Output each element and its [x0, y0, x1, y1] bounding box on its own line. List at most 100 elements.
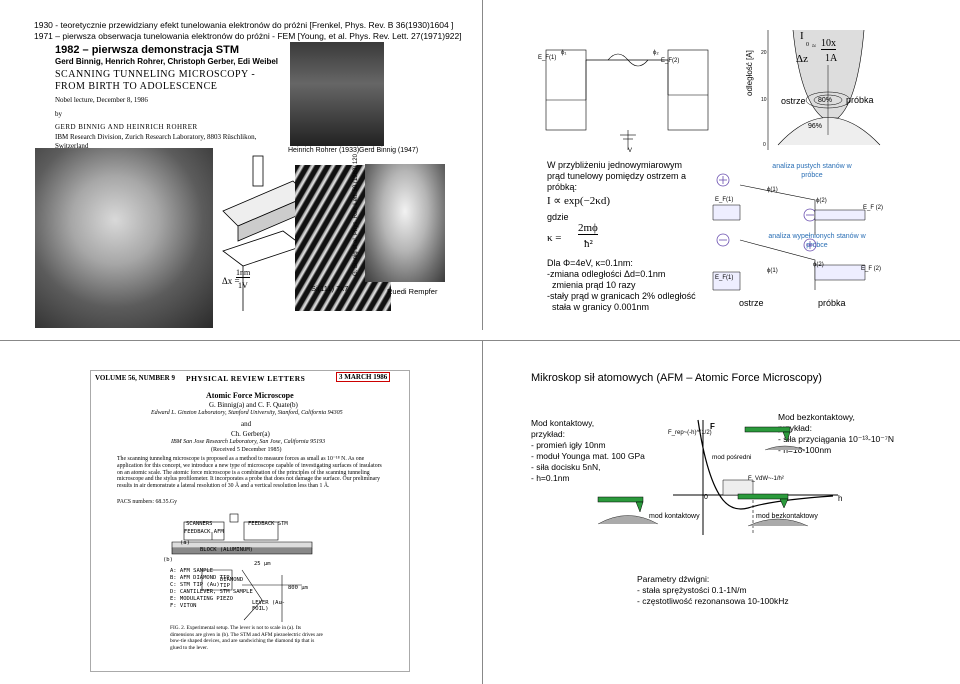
caption-rohrer: Heinrich Rohrer (1933)	[288, 147, 360, 154]
afm-title: Mikroskop sił atomowych (AFM – Atomic Fo…	[531, 372, 831, 384]
label-a: (a)	[180, 540, 190, 546]
nobel-photo	[290, 42, 384, 146]
legend-a: A: AFM SAMPLE	[170, 568, 214, 574]
fig2-caption: FIG. 2. Experimental setup. The lever is…	[170, 625, 323, 651]
barrier-diagram	[545, 49, 709, 150]
afm-title-text: Mikroskop sił atomowych (AFM – Atomic Fo…	[531, 372, 822, 384]
lever-label: LEVER (Au-FOIL)	[252, 600, 286, 612]
contact-line-4: - h=0.1nm	[531, 473, 570, 483]
label-feedback-afm: FEEDBACK AFM	[184, 529, 224, 535]
afm-abstract: The scanning tunneling microscope is pro…	[117, 456, 382, 490]
equation-kappa: κ =	[547, 232, 562, 244]
rempfer-photo	[365, 164, 445, 282]
formula-10x: 10x	[821, 38, 836, 50]
tick-10: 10	[761, 97, 767, 103]
tip-label: DIAMOND TIP	[220, 577, 244, 589]
distance-axis-label: odległość [A]	[745, 50, 754, 96]
cantilever-sketch-intermediate	[744, 426, 806, 451]
force-label: F	[710, 422, 715, 431]
phi2-label: ϕ₂	[653, 50, 659, 56]
label-feedback-stm: FEEDBACK STM	[248, 521, 288, 527]
ef2-label: E_F(2)	[661, 58, 680, 64]
reference-rotated: G. Binnig et al. Phys. Rev. Lett. 50 (19…	[353, 154, 359, 276]
gdzie-label: gdzie	[547, 212, 569, 222]
label-scanners: SCANNERS	[186, 521, 213, 527]
journal-date: 3 MARCH 1986	[336, 372, 391, 382]
legend-d: D: CANTILEVER, STM SAMPLE	[170, 589, 253, 595]
dim-25um: 25 μm	[254, 561, 271, 567]
ef2-bottom: E_F (2)	[861, 266, 882, 272]
stm-apparatus-photo	[35, 148, 213, 328]
caption-binnig: Gerd Binnig (1947)	[359, 147, 419, 154]
empty-states-label: analiza pustych stanów w próbce	[772, 163, 852, 179]
label-b: (b)	[163, 557, 173, 563]
afm-figure	[162, 510, 322, 680]
ef2-top: E_F (2)	[863, 205, 884, 211]
column-divider-bottom	[482, 340, 483, 684]
by-authors: GERD BINNIG AND HEINRICH ROHRER	[55, 123, 198, 131]
cantilever-sketch-contact	[597, 496, 659, 525]
tunnel-intro: W przybliżeniu jednowymiarowym prąd tune…	[547, 160, 687, 192]
contact-line-0: przykład:	[531, 429, 566, 439]
afm-pacs: PACS numbers: 68.35.Gy	[117, 499, 178, 505]
affiliation: IBM Research Division, Zurich Research L…	[55, 133, 257, 150]
mod-kontaktowy: mod kontaktowy	[649, 513, 700, 520]
v-label: V	[628, 148, 633, 154]
noncontact-line-0: przykład:	[778, 423, 813, 433]
phi1-label: ϕ₁	[561, 50, 567, 56]
equation-kappa-bottom: ħ²	[584, 238, 593, 250]
journal-volume: VOLUME 56, NUMBER 9	[95, 374, 175, 382]
afm-paper-title: Atomic Force Microscope	[206, 391, 294, 400]
equation-current: I ∝ exp(−2κd)	[547, 195, 610, 207]
h-axis-label: h	[838, 494, 843, 503]
contact-line-1: - promień igły 10nm	[531, 440, 606, 450]
zero-label: 0	[704, 494, 708, 501]
tick-0: 0	[763, 142, 766, 148]
formula-i: I	[800, 30, 804, 42]
phi2-bottom: ϕ(2)	[813, 262, 824, 268]
result-line-3: -stały prąd w granicach 2% odległość	[547, 291, 696, 301]
phi1-top: ϕ(1)	[767, 187, 778, 193]
slide-stm-history: 1982 – pierwsza demonstracja STM Gerd Bi…	[33, 41, 475, 331]
slide-afm-paper: VOLUME 56, NUMBER 9 PHYSICAL REVIEW LETT…	[90, 370, 410, 672]
afm-and: and	[241, 420, 252, 428]
result-line-2: zmienia prąd 10 razy	[547, 280, 636, 290]
band-diagrams	[712, 173, 866, 291]
contact-line-3: - siła docisku 5nN,	[531, 462, 601, 472]
params-line-1: - częstotliwość rezonansowa 10-100kHz	[637, 596, 789, 606]
by-label: by	[55, 110, 62, 118]
slide1-authors: Gerd Binnig, Henrich Rohrer, Christoph G…	[55, 57, 278, 66]
frep-label: F_rep~(-h)^(1/2)	[668, 430, 712, 436]
afm-authors: G. Binnig(a) and C. F. Quate(b)	[209, 401, 298, 409]
equation-kappa-top: 2mϕ	[578, 222, 598, 235]
ostrze-bottom: ostrze	[739, 298, 764, 308]
slide-tunneling: E_F(1) ϕ₁ ϕ₂ E_F(2) V odległość [A] 20 1…	[482, 0, 959, 330]
journal-name: PHYSICAL REVIEW LETTERS	[186, 374, 306, 383]
probka-label: próbka	[846, 95, 874, 105]
mod-posredni: mod pośredni	[712, 454, 752, 461]
dim-800um: 800 μm	[288, 585, 308, 591]
si111-caption: Si(111) 7x7	[311, 284, 349, 293]
pct-96: 96%	[808, 123, 823, 130]
cantilever-sketch-noncontact	[737, 493, 809, 527]
afm-aff2: IBM San Jose Research Laboratory, San Jo…	[171, 439, 326, 445]
contact-line-2: - moduł Younga mat. 100 GPa	[531, 451, 645, 461]
result-line-4: stała w granicy 0.001nm	[547, 302, 650, 312]
contact-mode-block: Mod kontaktowy, przykład: - promień igły…	[531, 418, 645, 484]
formula-eq: ≈	[812, 42, 816, 50]
row-divider	[0, 340, 960, 341]
noncontact-line-1: - siła przyciągania 10⁻¹³-10⁻⁷N	[778, 434, 894, 444]
stm-sketch	[213, 151, 313, 326]
lever-params: Parametry dźwigni: - stała sprężystości …	[637, 574, 789, 607]
scale-numerator: 1nm	[236, 268, 251, 278]
noncontact-title: Mod bezkontaktowy,	[778, 412, 855, 422]
params-title: Parametry dźwigni:	[637, 574, 710, 584]
paper-title: SCANNING TUNNELING MICROSCOPY - FROM BIR…	[55, 69, 256, 92]
stm-sketch-drawing	[222, 155, 309, 311]
ef1-label: E_F(1)	[538, 55, 557, 61]
fvdw-label: F_VdW~-1/h²	[748, 476, 784, 482]
formula-i0: 0	[806, 42, 809, 48]
probka-bottom: próbka	[818, 298, 846, 308]
filled-states-label: analiza wypełnionych stanów w próbce	[768, 233, 866, 249]
header-line-2: 1971 – pierwsza obserwacja tunelowania e…	[34, 31, 462, 41]
